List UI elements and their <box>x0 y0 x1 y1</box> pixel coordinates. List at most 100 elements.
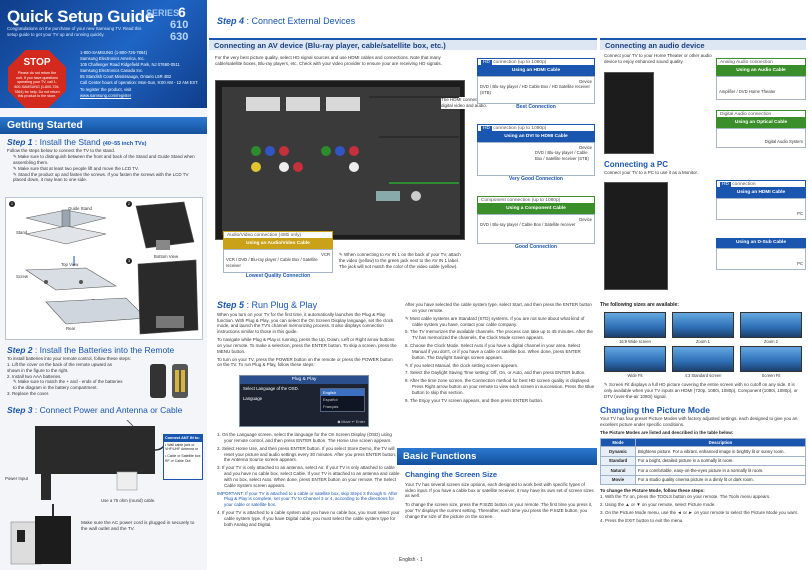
step5-p1: When you turn on your TV for the first t… <box>217 311 394 335</box>
step5-note: ✎ Most cable systems are Standard (STD) … <box>405 315 585 327</box>
step3-title: Connect Power and Antenna or Cable <box>39 405 183 415</box>
ant-item: • Cable or Satellite box RF or Cable Out <box>165 454 201 463</box>
model-630: 630 <box>170 31 189 43</box>
language-option[interactable]: Español <box>323 397 338 403</box>
sizes-title: The following sizes are available: <box>600 302 679 308</box>
picture-intro: Your TV has four preset Picture Modes wi… <box>600 416 798 427</box>
page-footer: English - 1 <box>399 557 423 563</box>
step5-p2: To navigate while Plug & Play is running… <box>217 337 397 354</box>
step1-bullet: ✎ Make sure to distinguish between the f… <box>13 153 195 165</box>
remote-battery-illustration <box>150 364 188 398</box>
device-header: Device <box>579 217 592 222</box>
picture-step: 1. With the TV on, press the TOOLS butto… <box>600 494 771 500</box>
fig-num-2: 2 <box>126 201 132 207</box>
power-input-label: Power Input <box>5 476 28 481</box>
component-tag: Component <box>481 198 506 203</box>
device-header: Device <box>579 145 592 150</box>
device-box: Device DVD / Blu-ray player / Cable Box … <box>477 142 595 176</box>
steps-title: To change the Picture Mode, follow these… <box>600 488 705 494</box>
screen-fit-note: ✎ Screen Fit displays a full HD picture … <box>604 382 798 399</box>
analog-res: connection <box>749 60 773 65</box>
intro-text: Congratulations on the purchase of your … <box>7 26 142 37</box>
device-box: PC <box>716 248 806 270</box>
picture-steps: 1. With the TV on, press the TOOLS butto… <box>600 494 806 523</box>
contact-line: To register the product, visit <box>80 86 132 92</box>
pc-hdmi-card: HD connection Using an HDMI Cable PC <box>716 180 806 220</box>
or-label: or <box>139 468 144 473</box>
contact-line: Call Center hours of operation: Mon-Sun,… <box>80 80 199 86</box>
size-thumb-widefit <box>604 346 666 372</box>
step5-list-cont: After you have selected the cable system… <box>405 302 595 406</box>
pc-hd-res: connection <box>732 182 756 187</box>
picture-mode-section: Changing the Picture Mode Your TV has fo… <box>600 405 806 526</box>
pc-dsub-card: Using an D-Sub Cable PC <box>716 238 806 270</box>
size-label: Zoom 1 <box>696 339 710 344</box>
hd-res: connection (up to 1080p) <box>507 198 561 203</box>
ant-title: Connect ANT IN to: <box>164 435 202 442</box>
getting-started-bar: Getting Started <box>0 117 207 134</box>
step5-item: 8. After the time zone screen, the Conne… <box>405 378 595 395</box>
tv-back-panel <box>215 80 465 240</box>
av-tag: Audio/Video <box>227 233 253 238</box>
power-note: Make sure the AC power cord is plugged i… <box>81 520 195 532</box>
ant-item: • Wall cable jack or VHF/UHF Antenna or <box>165 442 199 452</box>
left-column: Quick Setup Guide SERIES 6 610 630 Congr… <box>0 0 207 570</box>
stand-assembly-illustration <box>25 201 199 335</box>
device-label: DVD / Blu-ray player / Cable Box / Satel… <box>535 150 589 161</box>
digital-audio-card: Digital Audio connection Using an Optica… <box>716 110 806 148</box>
av-device-title: Connecting an AV device (Blu-ray player,… <box>209 38 597 50</box>
size-thumb-screenfit <box>740 346 802 372</box>
size-thumb-zoom2 <box>740 312 802 338</box>
size-thumb-zoom1 <box>672 312 734 338</box>
pc-label: PC <box>797 211 803 216</box>
step1-size: (40~55 inch TVs) <box>102 141 147 147</box>
hd-tag: HD <box>720 182 731 187</box>
step5-item: 5. The TV memorizes the available channe… <box>405 329 593 341</box>
pc-title: Connecting a PC <box>604 160 669 169</box>
picture-mode-title: Changing the Picture Mode <box>600 405 711 415</box>
ant-in-box: Connect ANT IN to: • Wall cable jack or … <box>163 434 203 480</box>
device-box: Device DVD / Blu-ray player / Cable Box … <box>477 214 595 244</box>
plug-and-play-menu: Plug & Play Select Language of the OSD. … <box>239 375 369 427</box>
step5-label: Step 5 <box>217 300 245 310</box>
quality-label: Very Good Connection <box>509 176 563 182</box>
quality-label: Lowest Quality Connection <box>245 273 311 279</box>
picture-step: 3. On the Picture Mode menu, use the ◄ o… <box>600 510 799 516</box>
step5-note: ✎ If you select Manual, the clock settin… <box>405 362 519 368</box>
fig-num-3: 3 <box>126 258 132 264</box>
language-list[interactable]: English Español Français <box>320 388 365 412</box>
language-option[interactable]: English <box>321 389 364 397</box>
step5-item: 6. Choose the Clock Mode. Select Auto if… <box>405 343 581 360</box>
fig-num-1: 1 <box>9 201 15 207</box>
audio-device-title: Connecting an audio device <box>600 38 806 50</box>
hd-res: connection (up to 1080p) <box>493 126 547 131</box>
step5-p3: To turn on your TV, press the POWER butt… <box>217 356 393 368</box>
language-option[interactable]: Français <box>323 404 339 410</box>
component-cable <box>389 182 459 184</box>
menu-row: Select Language of the OSD. <box>243 386 299 392</box>
stand-figure: 1 2 3 Guide Stand Stand Top View Bottom … <box>5 197 203 340</box>
device-box: Digital Audio System <box>716 128 806 148</box>
card-title: Using an Audio Cable <box>716 66 806 76</box>
size-label: Wide Fit <box>627 373 643 378</box>
hd-tag: HD <box>481 60 492 65</box>
bottom-view-label: Bottom View <box>154 254 179 259</box>
contact-line: 105 Challenger Road Ridgefield Park, NJ … <box>80 62 180 68</box>
step5-list: 1. On the Language screen, select the la… <box>217 432 400 530</box>
step2-intro: To install batteries into your remote co… <box>7 356 132 362</box>
cable-note: Use a 75 ohm (round) cable. <box>101 498 156 503</box>
step5-item: After you have selected the cable system… <box>405 302 592 313</box>
step2-note: ✎ Make sure to match the + and - ends of… <box>13 379 123 391</box>
table-caption: The Picture Modes are listed and describ… <box>600 429 734 435</box>
register-link[interactable]: www.samsung.com/register <box>80 92 132 98</box>
size-thumb-43 <box>672 346 734 372</box>
screen-size-title: Changing the Screen Size <box>405 470 498 479</box>
contact-line: Samsung Electronics America, Inc. <box>80 56 145 62</box>
device-box: VCR VCR / DVD / Blu-ray player / Cable B… <box>223 249 333 273</box>
quality-label: Good Connection <box>515 244 557 250</box>
size-label: 16:9 Wide screen <box>619 339 651 344</box>
pc-intro: Connect your TV to a PC to use it as a M… <box>604 170 698 176</box>
